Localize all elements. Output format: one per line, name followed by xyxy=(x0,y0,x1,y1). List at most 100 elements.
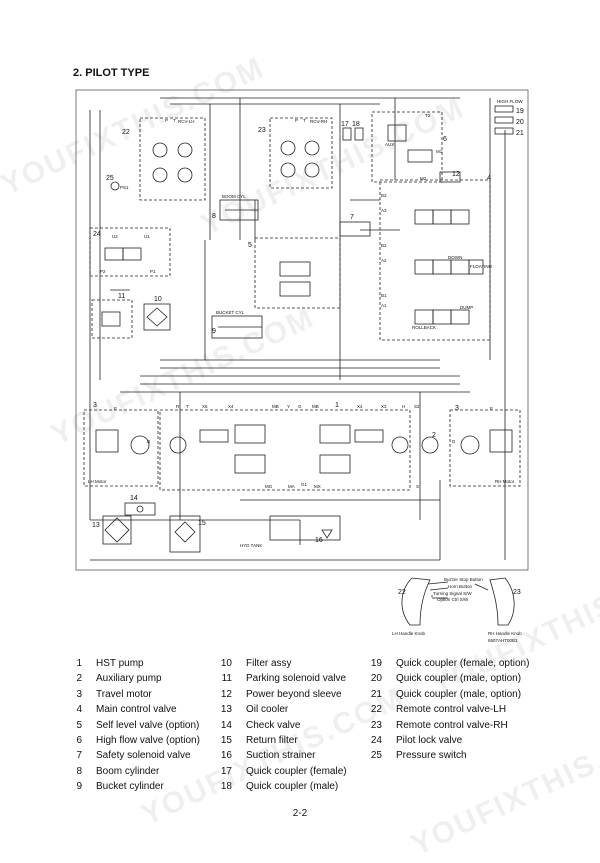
label-boom-cyl: BOOM CYL xyxy=(222,194,246,199)
port-label: S xyxy=(416,484,419,489)
port-label: AUX xyxy=(385,142,394,147)
marker-22-knob: 22 xyxy=(398,589,406,596)
port-label: X4 xyxy=(357,404,363,409)
label-lh-handle-knob: LH Handle Knob xyxy=(392,631,426,636)
label-high-flow: HIGH FLOW xyxy=(497,99,523,104)
marker-17: 17 xyxy=(341,121,349,128)
diagram-frame xyxy=(75,89,529,571)
port-label: MA xyxy=(288,484,295,489)
port-label: MB xyxy=(312,404,319,409)
marker-7: 7 xyxy=(350,214,354,221)
label-ps1: PS1 xyxy=(120,185,129,190)
marker-11: 11 xyxy=(118,293,125,300)
marker-5: 5 xyxy=(248,242,252,249)
port-label: G1 xyxy=(301,482,308,487)
port-label: P2 xyxy=(100,269,106,274)
marker-19: 19 xyxy=(516,108,524,115)
port-label: P1 xyxy=(150,269,156,274)
marker-1: 1 xyxy=(335,402,339,409)
port-label: T2 xyxy=(425,113,431,118)
port-label: MB xyxy=(272,404,279,409)
marker-2: 2 xyxy=(432,432,436,439)
port-label: S2 xyxy=(414,404,420,409)
marker-15: 15 xyxy=(198,520,206,527)
marker-6: 6 xyxy=(443,136,447,143)
port-label: P xyxy=(295,118,298,123)
port-label: P xyxy=(165,118,168,123)
port-label: A3 xyxy=(381,208,387,213)
port-label: B1 xyxy=(381,293,387,298)
port-label: T xyxy=(303,118,306,123)
label-dump: DUMP xyxy=(460,305,473,310)
port-label: A2 xyxy=(381,258,387,263)
marker-10: 10 xyxy=(154,296,162,303)
port-label: D xyxy=(147,439,151,444)
marker-20: 20 xyxy=(516,119,524,126)
port-label: MX xyxy=(314,484,321,489)
port-label: T xyxy=(186,404,189,409)
label-bucket-cyl: BUCKET CYL xyxy=(216,310,245,315)
port-label: M2 xyxy=(420,176,427,181)
port-label: T xyxy=(173,118,176,123)
marker-21: 21 xyxy=(516,130,524,137)
port-label: U2 xyxy=(112,234,118,239)
marker-8: 8 xyxy=(212,213,216,220)
marker-12: 12 xyxy=(452,171,460,178)
port-label: E xyxy=(114,406,117,411)
label-rh-motor: RH Motor xyxy=(495,479,515,484)
port-label: X3 xyxy=(381,404,387,409)
label-buzzer-stop: Buzzer Stop Button xyxy=(444,577,483,582)
port-label: Y xyxy=(287,404,290,409)
label-turning-signal: Turning Signal S/W xyxy=(433,591,472,596)
marker-18: 18 xyxy=(352,121,360,128)
port-label: U1 xyxy=(144,234,150,239)
label-down: DOWN xyxy=(448,255,462,260)
label-floating: FLOATING xyxy=(470,264,493,269)
marker-16: 16 xyxy=(315,537,323,544)
port-label: R xyxy=(176,404,180,409)
port-label: B3 xyxy=(381,193,387,198)
marker-23-knob: 23 xyxy=(513,589,521,596)
marker-23: 23 xyxy=(258,127,266,134)
marker-25: 25 xyxy=(106,175,114,182)
label-rcv-rh: RCV-RH xyxy=(310,119,327,124)
port-label: H xyxy=(402,404,405,409)
label-rollback: ROLLBACK xyxy=(412,325,436,330)
label-rh-handle-knob: RH Handle Knob xyxy=(488,631,522,636)
marker-24: 24 xyxy=(93,231,101,238)
marker-9: 9 xyxy=(212,328,216,335)
marker-13: 13 xyxy=(92,522,100,529)
port-label: X4 xyxy=(228,404,234,409)
label-horn-button: Horn Button xyxy=(448,584,473,589)
marker-4: 4 xyxy=(487,175,491,182)
port-label: D xyxy=(452,439,456,444)
port-label: B2 xyxy=(381,243,387,248)
label-rcv-lh: RCV-LH xyxy=(178,119,195,124)
label-option-ctrl: Option Ctrl S/W xyxy=(437,597,469,602)
port-label: M1 xyxy=(436,149,443,154)
